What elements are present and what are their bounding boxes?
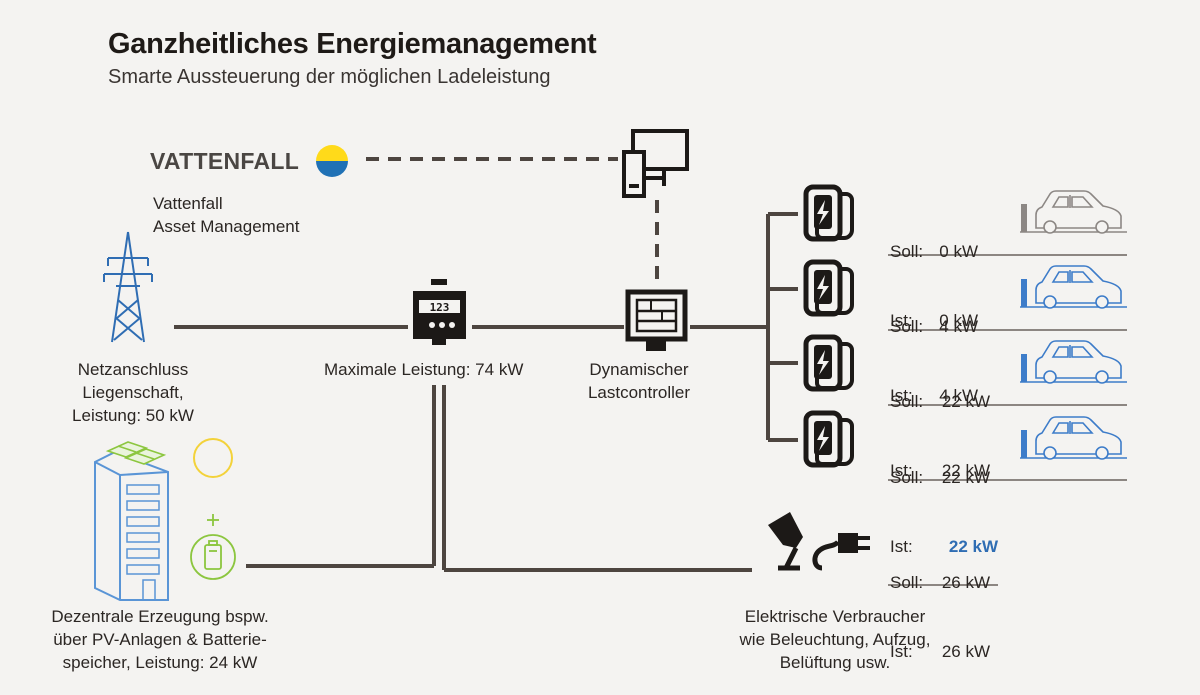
chargers-group [803, 184, 854, 468]
vattenfall-logo-text: VATTENFALL [150, 148, 300, 174]
max-power-label: Maximale Leistung: 74 kW [324, 360, 524, 379]
smart-meter-icon [413, 279, 466, 345]
charger-icon-3 [803, 334, 854, 392]
pv-panels-icon [105, 441, 167, 465]
controller-label: Dynamischer Lastcontroller [587, 360, 691, 402]
meter-display: 123 [430, 301, 450, 314]
car-icon-2 [1020, 265, 1127, 309]
charger-icon-1 [803, 184, 854, 242]
page-subtitle: Smarte Aussteuerung der möglichen Ladele… [108, 66, 551, 88]
car-icon-1 [1020, 190, 1127, 234]
monitor-icon [622, 129, 689, 198]
consumer-values: Soll:26 kW Ist:26 kW [890, 573, 990, 661]
load-controller-icon [625, 289, 688, 351]
lamp-icon [768, 512, 803, 571]
row-separators [888, 254, 1127, 586]
cars-group [1020, 190, 1127, 460]
vattenfall-logo-icon [316, 145, 348, 177]
charger-icon-2 [803, 259, 854, 317]
car-icon-3 [1020, 340, 1127, 384]
car-icon-4 [1020, 416, 1127, 460]
building-icon [94, 450, 169, 601]
page-title: Ganzheitliches Energiemanagement [108, 28, 597, 60]
decentral-generation-label: Dezentrale Erzeugung bspw. über PV-Anlag… [51, 607, 269, 672]
highlight-value: 22 kW [948, 537, 998, 556]
asset-management-label: Vattenfall Asset Management [153, 194, 300, 236]
grid-connection-label: Netzanschluss Liegenschaft, Leistung: 50… [72, 360, 194, 425]
sun-icon [193, 438, 233, 478]
charger-values-4: Soll:22 kW Ist:22 kW [890, 468, 998, 556]
charger-values-2: Soll:4 kW Ist:4 kW [890, 317, 978, 405]
charger-values-1: Soll:0 kW Ist:0 kW [890, 242, 978, 330]
consumers-label: Elektrische Verbraucher wie Beleuchtung,… [739, 607, 931, 672]
charger-values-3: Soll:22 kW Ist:22 kW [890, 392, 990, 480]
connection-lines [174, 157, 798, 572]
battery-icon [190, 514, 236, 580]
plug-icon [812, 533, 870, 571]
power-tower-icon [103, 231, 153, 343]
charger-icon-4 [803, 410, 854, 468]
